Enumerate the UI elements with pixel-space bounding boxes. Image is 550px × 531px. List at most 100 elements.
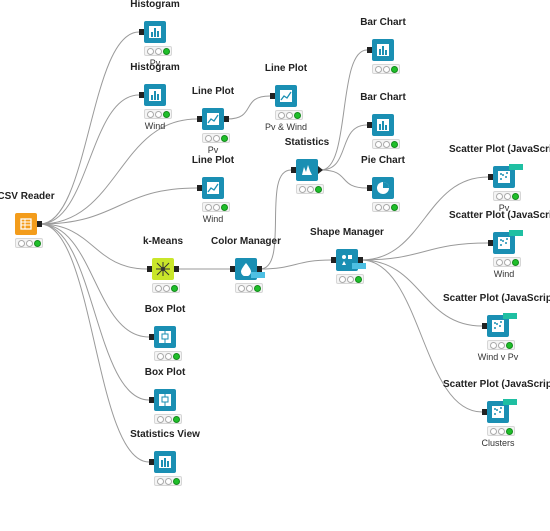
connection-color-stats[interactable] (259, 169, 292, 270)
node-title[interactable]: Box Plot (144, 367, 186, 378)
output-port[interactable] (37, 221, 42, 227)
connection-shape-scat3[interactable] (360, 259, 483, 327)
node-title[interactable]: Line Plot (191, 86, 235, 97)
input-port[interactable] (291, 167, 296, 173)
statistics-view-icon[interactable] (154, 451, 176, 473)
file-table-icon[interactable] (15, 213, 37, 235)
node-shape[interactable]: Shape Manager (292, 227, 402, 329)
node-title[interactable]: Statistics (284, 137, 330, 148)
input-port[interactable] (367, 122, 372, 128)
box-plot-icon[interactable] (154, 389, 176, 411)
connection-csv-box2[interactable] (39, 223, 150, 401)
node-title[interactable]: Bar Chart (360, 17, 406, 28)
input-port[interactable] (230, 266, 235, 272)
node-annotation[interactable]: Pv & Wind (264, 122, 307, 132)
histogram-icon[interactable] (144, 21, 166, 43)
node-title[interactable]: Line Plot (264, 63, 308, 74)
line-chart-icon[interactable] (202, 177, 224, 199)
input-port[interactable] (139, 29, 144, 35)
connection-shape-scat2[interactable] (360, 242, 489, 261)
connection-shape-scat4[interactable] (360, 259, 483, 413)
input-port[interactable] (139, 92, 144, 98)
input-port[interactable] (482, 323, 487, 329)
input-port[interactable] (147, 266, 152, 272)
input-port[interactable] (367, 185, 372, 191)
input-port[interactable] (270, 93, 275, 99)
node-title[interactable]: Scatter Plot (JavaScript) (443, 293, 550, 304)
input-port[interactable] (488, 174, 493, 180)
output-port[interactable] (358, 257, 363, 263)
input-port[interactable] (367, 47, 372, 53)
node-csv[interactable]: CSV Reader (0, 191, 81, 293)
connection-stats-bar1[interactable] (320, 49, 368, 171)
node-title[interactable]: Pie Chart (361, 155, 405, 166)
scatter-icon[interactable] (493, 166, 515, 188)
bar-chart-icon[interactable] (372, 114, 394, 136)
box-plot-icon[interactable] (154, 326, 176, 348)
line-chart-icon[interactable] (202, 108, 224, 130)
node-annotation[interactable]: Wind v Pv (477, 352, 519, 362)
connection-stats-bar2[interactable] (320, 124, 368, 171)
node-scat2[interactable]: Scatter Plot (JavaScript) Wind (449, 210, 550, 312)
node-annotation[interactable]: Pv (149, 58, 161, 68)
connection-stats-pie[interactable] (320, 169, 368, 189)
node-title[interactable]: Scatter Plot (JavaScript) (449, 144, 550, 155)
connection-color-shape[interactable] (259, 259, 332, 270)
node-annotation[interactable]: Wind (144, 121, 166, 131)
node-annotation[interactable]: Clusters (481, 438, 515, 448)
node-bar1[interactable]: Bar Chart (328, 17, 438, 119)
node-title[interactable]: Histogram (130, 0, 180, 10)
node-title[interactable]: Scatter Plot (JavaScript) (449, 210, 550, 221)
node-annotation[interactable]: Wind (493, 269, 515, 279)
input-port[interactable] (197, 116, 202, 122)
node-pie[interactable]: Pie Chart (328, 155, 438, 257)
node-title[interactable]: Color Manager (210, 236, 281, 247)
input-port[interactable] (482, 409, 487, 415)
node-title[interactable]: Histogram (130, 62, 180, 73)
node-box1[interactable]: Box Plot (110, 304, 220, 406)
node-color[interactable]: Color Manager (191, 236, 301, 338)
connection-csv-hist2[interactable] (39, 94, 140, 225)
node-title[interactable]: Line Plot (191, 155, 235, 166)
node-title[interactable]: Bar Chart (360, 92, 406, 103)
node-title[interactable]: Box Plot (144, 304, 186, 315)
connection-csv-box1[interactable] (39, 223, 150, 338)
connection-csv-hist1[interactable] (39, 31, 140, 225)
node-annotation[interactable]: Pv (207, 145, 219, 155)
node-box2[interactable]: Box Plot (110, 367, 220, 469)
scatter-icon[interactable] (487, 401, 509, 423)
node-title[interactable]: k-Means (142, 236, 183, 247)
input-port[interactable] (149, 459, 154, 465)
bar-chart-icon[interactable] (372, 39, 394, 61)
input-port[interactable] (149, 334, 154, 340)
scatter-icon[interactable] (487, 315, 509, 337)
pie-chart-icon[interactable] (372, 177, 394, 199)
node-annotation[interactable]: Wind (202, 214, 224, 224)
node-stats[interactable]: Statistics (252, 137, 362, 239)
connection-csv-line1[interactable] (39, 118, 198, 225)
node-bar2[interactable]: Bar Chart (328, 92, 438, 194)
input-port[interactable] (488, 240, 493, 246)
line-chart-icon[interactable] (275, 85, 297, 107)
node-line2[interactable]: Line Plot Pv & Wind (231, 63, 341, 165)
node-title[interactable]: Shape Manager (310, 227, 384, 238)
output-port[interactable] (224, 116, 229, 122)
output-port[interactable] (318, 166, 323, 174)
histogram-icon[interactable] (144, 84, 166, 106)
connection-csv-kmeans[interactable] (39, 223, 148, 270)
scatter-icon[interactable] (493, 232, 515, 254)
output-port[interactable] (257, 266, 262, 272)
node-kmeans[interactable]: k-Means (108, 236, 218, 338)
connection-shape-scat1[interactable] (360, 176, 489, 261)
node-scat3[interactable]: Scatter Plot (JavaScript) Wind v Pv (443, 293, 550, 395)
input-port[interactable] (331, 257, 336, 263)
input-port[interactable] (197, 185, 202, 191)
connection-csv-line3[interactable] (39, 187, 198, 225)
node-scat1[interactable]: Scatter Plot (JavaScript)Pv (449, 144, 550, 246)
statistics-icon[interactable] (296, 159, 318, 181)
